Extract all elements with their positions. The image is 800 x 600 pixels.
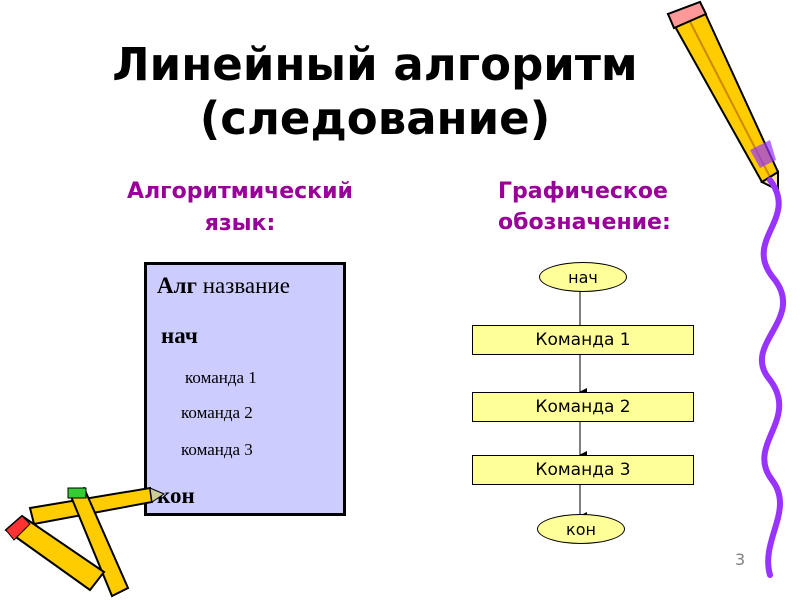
flow-step-3: Команда 3 [472,455,694,485]
alg-header-line: Алг название [157,273,290,299]
alg-command-3: команда 3 [181,440,253,459]
page-number: 3 [735,550,746,569]
algorithm-box: Алг название нач команда 1 команда 2 ком… [144,262,346,516]
ribbon-icon [759,177,786,578]
pencil-icon [666,0,780,192]
flow-step-1: Команда 1 [472,325,694,355]
right-heading: Графическое обозначение: [498,179,671,235]
title-line-1: Линейный алгоритм [112,38,638,91]
flow-start-oval: нач [539,262,627,292]
left-heading: Алгоритмический язык: [127,179,353,236]
alg-end: кон [157,483,195,508]
alg-name: название [202,273,290,298]
flow-step-2: Команда 2 [472,392,694,422]
title-line-2: (следование) [199,92,551,145]
pencil-icon [4,514,106,592]
alg-command-2: команда 2 [181,403,253,422]
alg-begin: нач [161,323,198,348]
pencil-icon [67,486,130,598]
alg-keyword: Алг [157,273,197,298]
slide-title: Линейный алгоритм (следование) [60,38,690,146]
alg-command-1: команда 1 [185,368,257,387]
flow-end-oval: кон [537,514,625,544]
